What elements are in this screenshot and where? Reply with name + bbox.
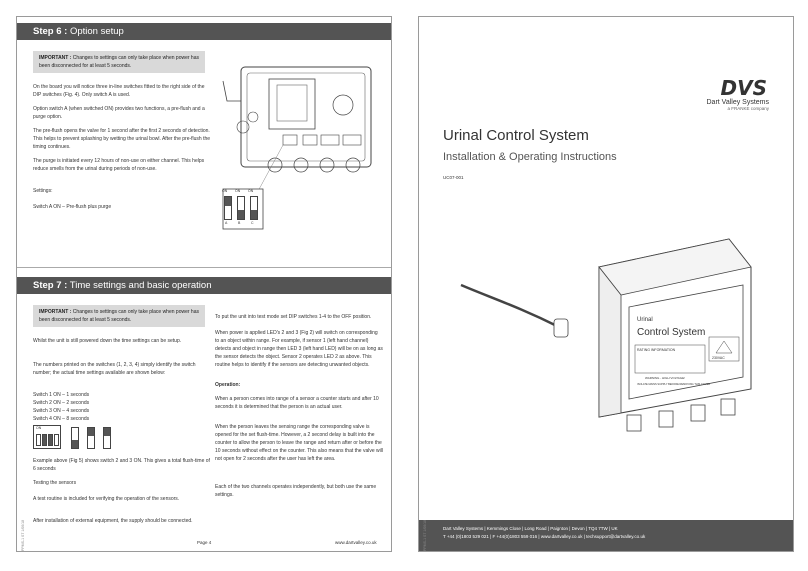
switch-c — [250, 196, 258, 220]
left-page: Step 6 : Option setup IMPORTANT : Change… — [16, 16, 392, 552]
svg-text:ISOLATE MAINS SUPPLY BEFORE RE: ISOLATE MAINS SUPPLY BEFORE REMOVING THI… — [637, 382, 710, 386]
divider — [17, 267, 391, 268]
step6-para-5: Settings: — [33, 188, 53, 194]
svg-text:Control System: Control System — [637, 327, 705, 338]
switch-on-label-b: ON — [235, 189, 241, 193]
svg-text:DVS: DVS — [721, 77, 767, 99]
dip-switch-figure: ON — [33, 425, 123, 451]
brand-sub: a FRANKE company — [727, 106, 769, 111]
step7-important-note: IMPORTANT : Changes to settings can only… — [33, 305, 205, 327]
step6-para-6: Switch A ON – Pre-flush plus purge — [33, 204, 112, 210]
step7-col2-para-1: To put the unit into test mode set DIP s… — [215, 314, 372, 320]
step6-para-2: Option switch A (when switched ON) provi… — [33, 106, 205, 120]
svg-text:RATING INFORMATION: RATING INFORMATION — [637, 348, 676, 352]
footer-address: Dart Valley Systems | Kemmings Close | L… — [443, 526, 618, 531]
step6-para-3: The pre-flush opens the valve for 1 seco… — [33, 128, 211, 150]
page-number: Page 4 — [197, 540, 212, 545]
switch-letter-b: B — [238, 221, 241, 225]
step7-col1-para-4: Example above (Fig 5) shows switch 2 and… — [33, 458, 210, 472]
step7-switch-times: Switch 1 ON – 1 seconds Switch 2 ON – 2 … — [33, 392, 90, 422]
right-footer: Dart Valley Systems | Kemmings Close | L… — [419, 520, 793, 551]
dip-on-label: ON — [36, 426, 42, 430]
footer-contact: T +44 (0)1803 529 021 | F +44(0)1803 559… — [443, 534, 646, 539]
side-code: PPMS-1 ST 1/06/18 — [21, 519, 25, 551]
note-text: Changes to settings can only take place … — [39, 309, 199, 323]
step7-col1-para-7: After installation of external equipment… — [33, 518, 193, 524]
step7-col2-para-4: When a person comes into range of a sens… — [215, 396, 379, 410]
step7-col1-para-6: A test routine is included for verifying… — [33, 496, 180, 502]
switch-letter-a: A — [225, 221, 228, 225]
step6-label: Step 6 : — [33, 26, 68, 37]
inline-switches-figure: ON ON ON A B C — [222, 189, 264, 229]
step7-col1-para-2: The numbers printed on the switches (1, … — [33, 362, 196, 376]
step7-col2-para-6: Each of the two channels operates indepe… — [215, 484, 377, 498]
step6-para-1: On the board you will notice three in-li… — [33, 84, 205, 98]
note-text: Changes to settings can only take place … — [39, 55, 199, 69]
step6-para-4: The purge is initiated every 12 hours of… — [33, 158, 205, 172]
document-subtitle: Installation & Operating Instructions — [443, 151, 617, 163]
svg-text:WARNING - HIGH VOLTAGE!: WARNING - HIGH VOLTAGE! — [645, 376, 685, 380]
step6-title: Option setup — [69, 26, 124, 37]
footer-url: www.dartvalley.co.uk — [335, 540, 377, 545]
document-title: Urinal Control System — [443, 127, 589, 144]
step7-header: Step 7 : Time settings and basic operati… — [17, 277, 391, 294]
switch-a — [224, 196, 232, 220]
step7-col1-para-1: Whilst the unit is still powered down th… — [33, 338, 182, 344]
svg-text:Urinal: Urinal — [637, 317, 653, 323]
step7-col2-para-2: When power is applied LED's 2 and 3 (Fig… — [215, 330, 383, 368]
note-bold: IMPORTANT : — [39, 309, 72, 315]
step7-title: Time settings and basic operation — [69, 280, 212, 291]
control-box-illustration: Urinal Control System RATING INFORMATION… — [460, 238, 752, 432]
step7-label: Step 7 : — [33, 280, 68, 291]
switch-letter-c: C — [251, 221, 254, 225]
switch-on-label-a: ON — [222, 189, 228, 193]
right-page: DVS Dart Valley Systems a FRANKE company… — [418, 16, 794, 552]
step7-col1-para-5: Testing the sensors — [33, 480, 77, 486]
brand-block: DVS Dart Valley Systems a FRANKE company — [699, 77, 770, 111]
document-code: UC07-001 — [443, 175, 464, 180]
brand-name: Dart Valley Systems — [706, 99, 770, 106]
step7-col2-para-5: When the person leaves the sensing range… — [215, 424, 383, 462]
note-bold: IMPORTANT : — [39, 55, 72, 61]
step6-header: Step 6 : Option setup — [17, 23, 391, 40]
switch-b — [237, 196, 245, 220]
side-code: PPMS-1 ST 1/06/18 — [423, 519, 427, 551]
dvs-logo-icon: DVS — [721, 77, 767, 99]
svg-text:230VAC: 230VAC — [712, 356, 725, 360]
step7-operation-heading: Operation: — [215, 382, 241, 388]
step6-important-note: IMPORTANT : Changes to settings can only… — [33, 51, 205, 73]
switch-on-label-c: ON — [248, 189, 254, 193]
